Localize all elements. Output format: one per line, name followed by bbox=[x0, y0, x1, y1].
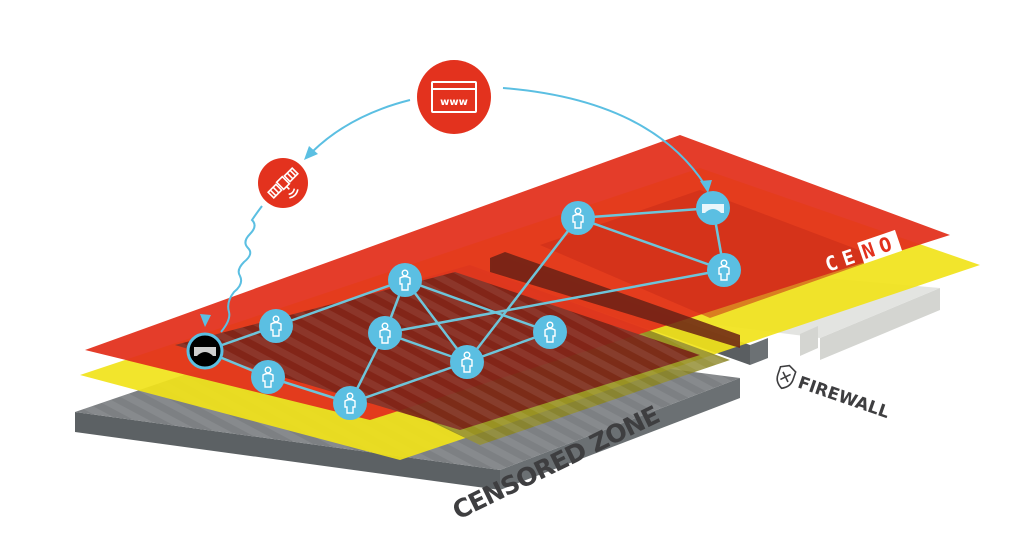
user-icon bbox=[572, 207, 584, 229]
node-user-2[interactable] bbox=[251, 360, 285, 394]
bridge-icon bbox=[702, 204, 724, 213]
node-user-8[interactable] bbox=[561, 201, 595, 235]
arrow-head-bridge-free bbox=[700, 180, 712, 193]
node-bridge-censored[interactable] bbox=[186, 332, 224, 370]
arrow-head-satellite bbox=[304, 146, 318, 160]
node-user-3[interactable] bbox=[333, 386, 367, 420]
ceno-network-layer bbox=[85, 135, 950, 430]
arrow-head-bridge-censored bbox=[200, 314, 211, 327]
www-browser-icon bbox=[431, 81, 477, 113]
node-user-7[interactable] bbox=[533, 315, 567, 349]
www-label: www bbox=[440, 97, 468, 108]
node-bridge-free[interactable] bbox=[696, 191, 730, 225]
link-user-3-user-6 bbox=[349, 360, 468, 405]
node-user-9[interactable] bbox=[707, 253, 741, 287]
link-user-6-user-8 bbox=[466, 217, 579, 363]
arrow-satellite-to-bridge bbox=[220, 205, 263, 333]
node-user-4[interactable] bbox=[388, 263, 422, 297]
user-icon bbox=[399, 269, 411, 291]
firewall-label: FIREWALL bbox=[776, 364, 892, 423]
node-user-5[interactable] bbox=[368, 316, 402, 350]
user-icon bbox=[544, 321, 556, 343]
user-icon bbox=[461, 351, 473, 373]
firewall-text: FIREWALL bbox=[795, 373, 892, 423]
arrow-www-to-bridge-free bbox=[502, 87, 706, 186]
network-nodes bbox=[186, 191, 741, 420]
data-arrows bbox=[200, 87, 712, 333]
link-user-1-user-4 bbox=[275, 278, 406, 328]
satellite-node[interactable] bbox=[258, 158, 308, 208]
link-user-8-bridge-free bbox=[577, 206, 714, 220]
node-user-1[interactable] bbox=[259, 309, 293, 343]
node-user-6[interactable] bbox=[450, 345, 484, 379]
user-icon bbox=[344, 392, 356, 414]
www-node[interactable]: www bbox=[417, 60, 491, 134]
link-user-5-user-9 bbox=[384, 268, 725, 335]
link-user-8-user-9 bbox=[577, 216, 725, 272]
arrow-www-to-satellite bbox=[311, 99, 411, 153]
user-icon bbox=[270, 315, 282, 337]
link-user-4-user-7 bbox=[404, 278, 551, 334]
user-icon bbox=[379, 322, 391, 344]
satellite-icon bbox=[267, 167, 299, 199]
user-icon bbox=[262, 366, 274, 388]
user-icon bbox=[718, 259, 730, 281]
link-user-4-user-6 bbox=[404, 279, 468, 363]
ceno-highlight-box bbox=[857, 229, 903, 264]
bridge-icon bbox=[194, 347, 216, 356]
firewall-shield-icon bbox=[776, 364, 797, 390]
